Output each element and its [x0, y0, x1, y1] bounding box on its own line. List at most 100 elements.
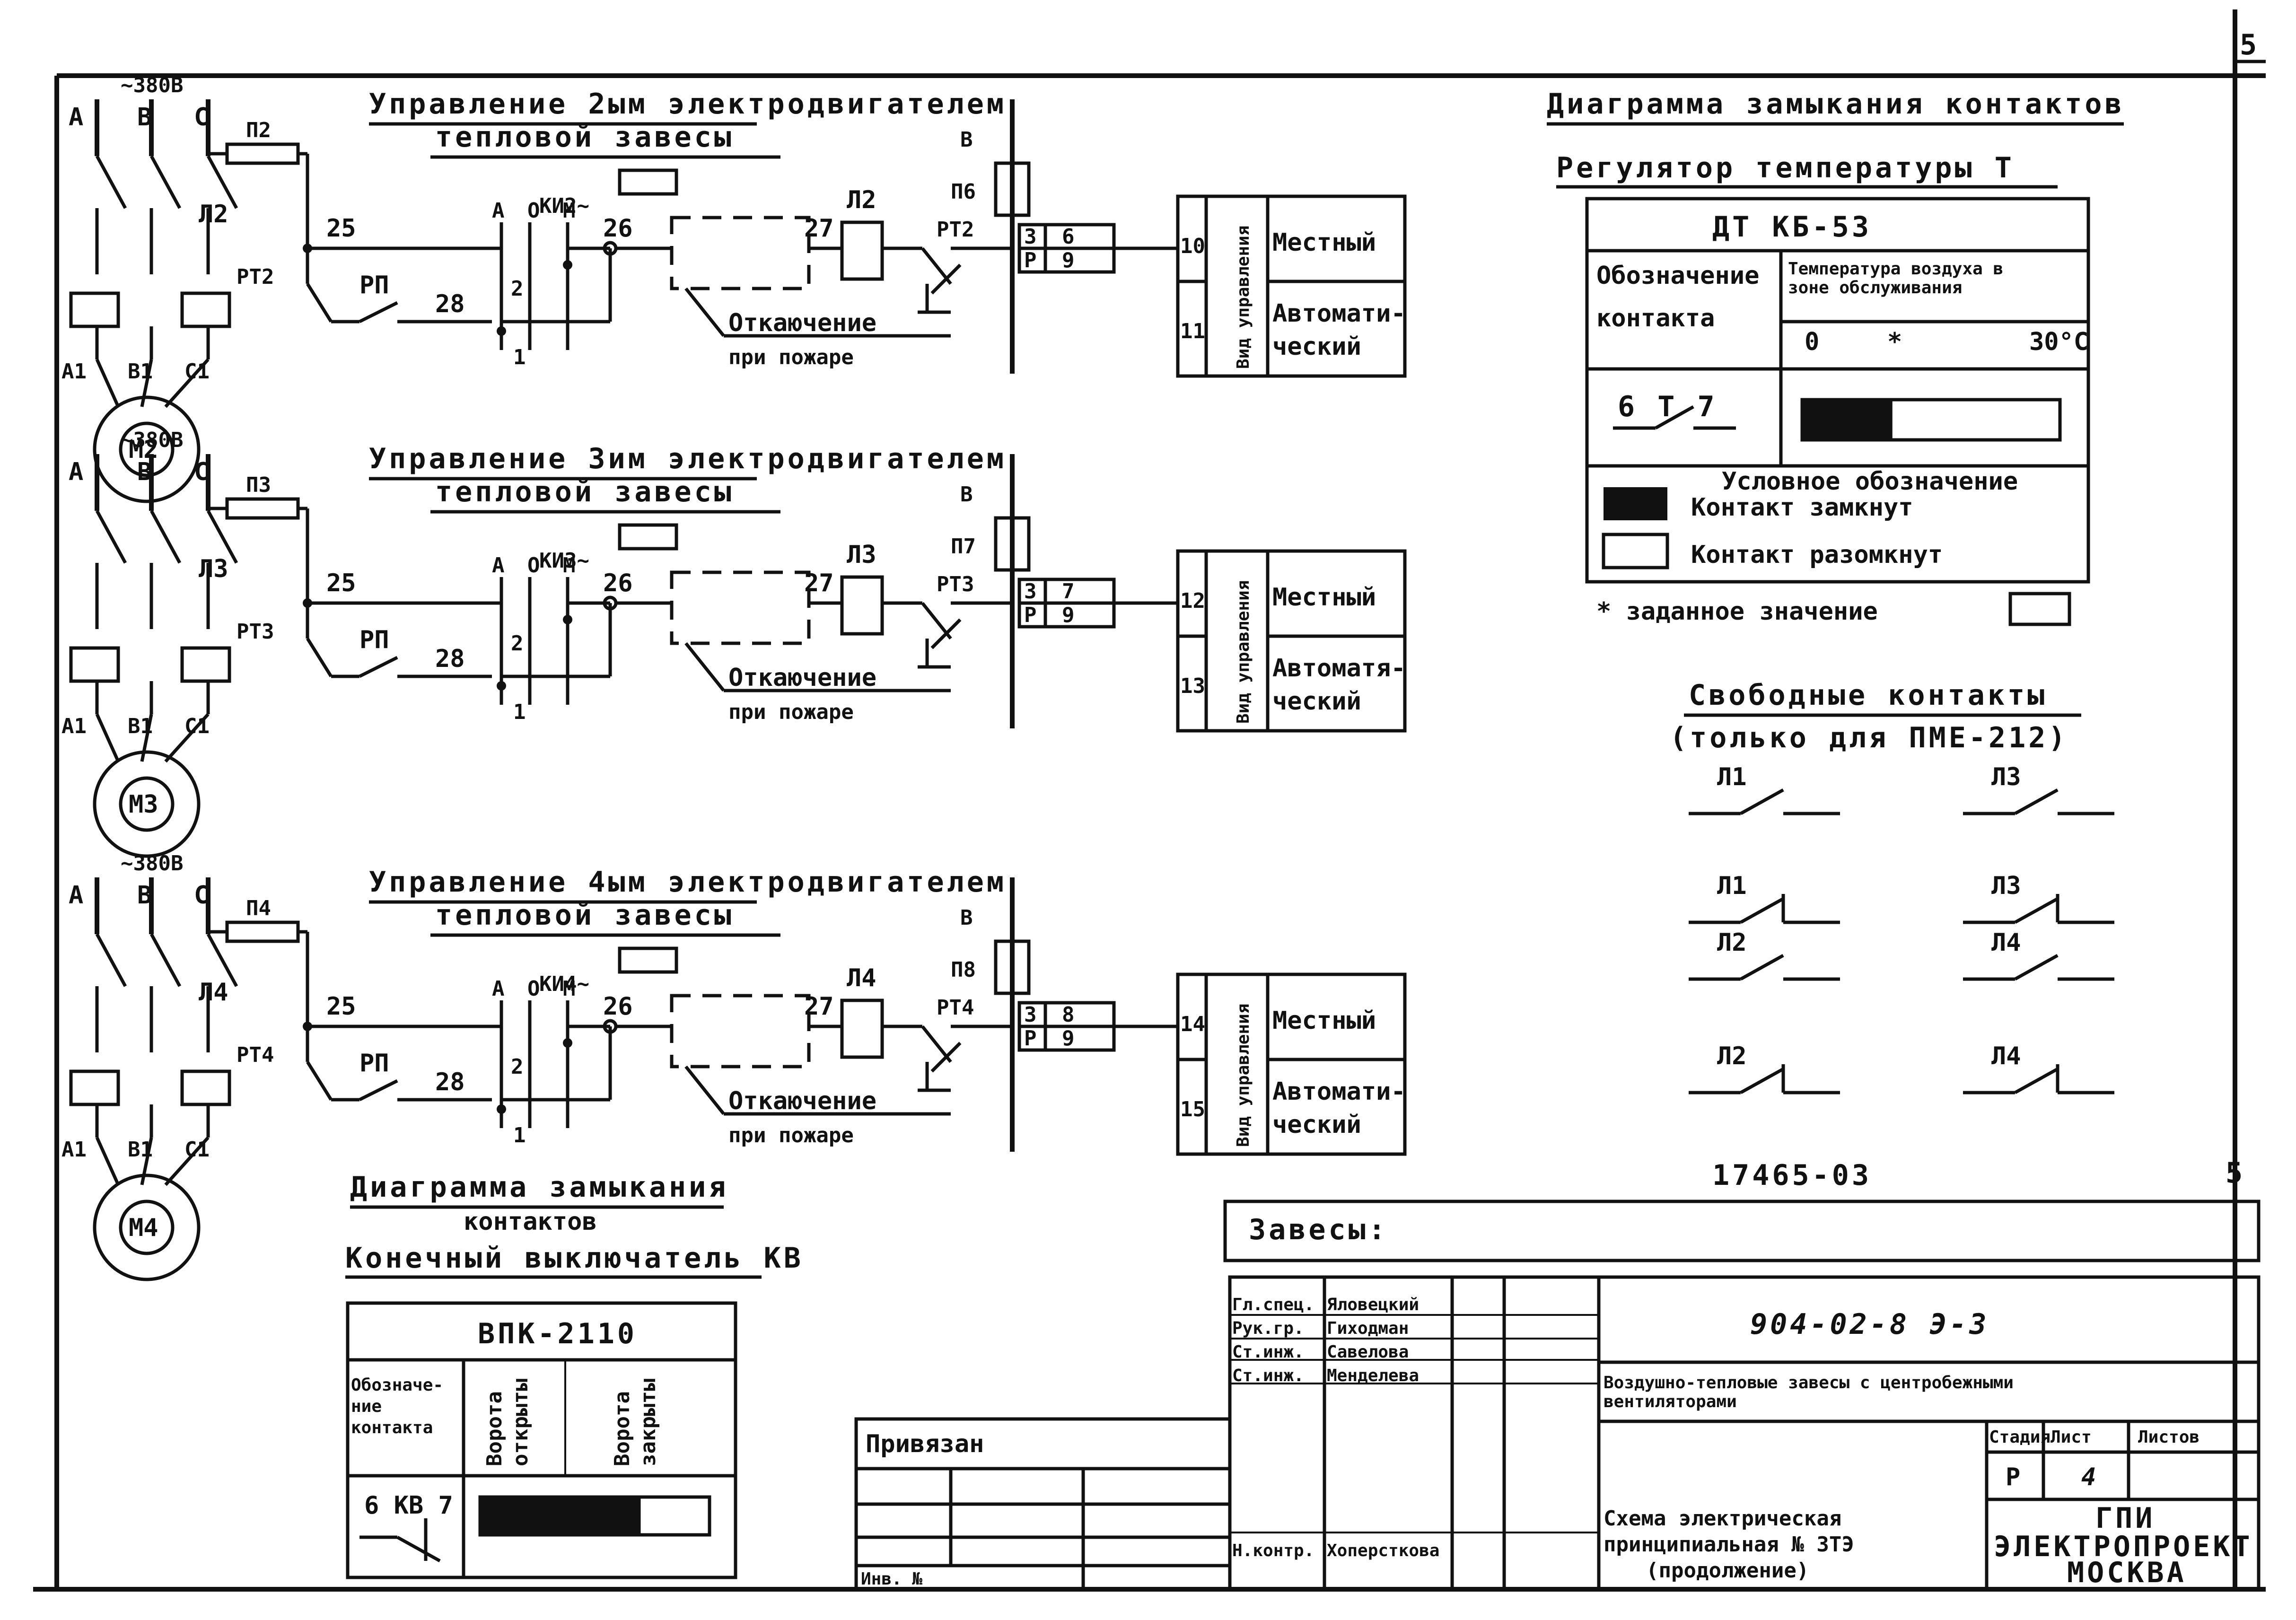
mode-table [1176, 972, 1407, 1156]
mode-number-auto: 11 [1180, 319, 1205, 343]
node-27: 27 [804, 214, 834, 243]
switch-position: О [527, 199, 540, 223]
staff-role: Гл.спец. [1232, 1295, 1314, 1314]
mode-number-local: 12 [1180, 589, 1205, 613]
limit-contact-label: 6 КВ 7 [364, 1491, 453, 1520]
limit-col3-line1: Ворота [610, 1391, 634, 1466]
terminal-cell: 8 [1062, 1003, 1075, 1027]
sheets-label: Листов [2138, 1427, 2200, 1447]
fire-cutoff-text-2: при пожаре [728, 700, 854, 724]
mode-label: Вид управления [1234, 226, 1253, 369]
privyazan-label: Привязан [866, 1430, 984, 1458]
free-contact: Л3 [1963, 872, 2114, 924]
limit-col1-line3: контакта [351, 1418, 433, 1437]
fire-cutoff-box [670, 994, 811, 1068]
temp-bar-closed-fill [1802, 400, 1893, 440]
inv-label: Инв. № [861, 1569, 922, 1589]
free-contacts-title: Свободные контакты [1689, 679, 2047, 712]
thermal-contact-label: РТ2 [937, 218, 974, 242]
thermal-element [69, 1069, 120, 1106]
bus-b-label: В [960, 906, 973, 930]
coil-symbol [840, 220, 884, 281]
thermal-contact-label: РТ3 [937, 572, 974, 596]
rp-contact-label: РП [359, 1049, 389, 1077]
switch-position: О [527, 977, 540, 1001]
staff-role: Ст.инж. [1232, 1366, 1304, 1385]
switch-position: А [492, 977, 505, 1001]
switch-contact-2: 2 [511, 277, 524, 301]
free-contacts-subtitle: (только для ПМЕ-212) [1670, 721, 2068, 754]
thermal-relay-label: РТ2 [237, 265, 274, 289]
staff-name: Яловецкий [1327, 1295, 1419, 1314]
free-contact-label: Л1 [1717, 763, 1747, 791]
legend-title: Условное обозначение [1722, 467, 2018, 496]
limit-col1-line2: ние [351, 1397, 382, 1416]
fire-cutoff-text-2: при пожаре [728, 1123, 854, 1147]
thermal-contact-label: РТ4 [937, 996, 974, 1020]
node-25: 25 [326, 569, 356, 597]
mode-label: Вид управления [1234, 1004, 1253, 1147]
staff-role: Рук.гр. [1232, 1319, 1304, 1338]
mode-table [1176, 549, 1407, 733]
fuse-label: П3 [246, 473, 271, 497]
mode-table [1176, 194, 1407, 378]
free-contact: Л1 [1689, 763, 1840, 815]
temp-diagram-heading: Диаграмма замыкания контактов [1547, 88, 2125, 121]
temp-scale-max: 30°С [2029, 328, 2088, 356]
bus-fuse-label: П6 [951, 180, 976, 204]
mode-switch-label: КИ2~ [539, 194, 589, 218]
fuse-symbol [225, 920, 300, 943]
temp-col2-line1: Температура воздуха в [1788, 259, 2003, 279]
mode-auto-2: ческий [1272, 1111, 1361, 1139]
voltage-label: ~380В [121, 851, 183, 876]
sheet-label: Лист [2051, 1427, 2092, 1447]
stage-label: Стадия [1989, 1427, 2051, 1447]
free-contact-label: Л4 [1991, 928, 2021, 957]
mode-auto-2: ческий [1272, 687, 1361, 716]
zavesy-box [1223, 1200, 2261, 1262]
org-line3: МОСКВА [2067, 1556, 2187, 1589]
bus-b-label: В [960, 128, 973, 152]
mode-auto-1: Автомати- [1272, 1077, 1406, 1106]
stage-value: Р [2006, 1463, 2020, 1491]
motor-label: М4 [129, 1214, 158, 1242]
n-kontr-role: Н.контр. [1232, 1541, 1314, 1560]
mode-number-auto: 13 [1180, 674, 1205, 698]
coil-symbol [840, 998, 884, 1059]
fire-cutoff-text: Откаючение [728, 1087, 876, 1115]
terminal-cell: 7 [1062, 579, 1075, 604]
org-line2: ЭЛЕКТРОПРОЕКТ [1994, 1530, 2253, 1563]
doc-code: 17465-03 [1712, 1159, 1872, 1192]
node-26: 26 [603, 992, 633, 1021]
limit-col3-line2: закрыты [636, 1379, 660, 1466]
mode-local: Местный [1272, 1007, 1376, 1035]
node-27: 27 [804, 992, 834, 1021]
free-contact-label: Л3 [1991, 763, 2021, 791]
coil-symbol [840, 575, 884, 636]
phase-label: А [69, 458, 83, 486]
contactor-label: Л2 [199, 200, 228, 228]
temp-col1-line1: Обозначение [1596, 262, 1759, 290]
node-26: 26 [603, 569, 633, 597]
n-kontr-name: Хоперсткова [1327, 1541, 1439, 1560]
bus-fuse [994, 516, 1031, 572]
node-25: 25 [326, 214, 356, 243]
phase-label: А [69, 881, 83, 910]
bus-fuse-label: П8 [951, 958, 976, 982]
free-contact: Л4 [1963, 1042, 2114, 1095]
switch-position: О [527, 553, 540, 578]
node-25: 25 [326, 992, 356, 1021]
fuse-symbol [225, 497, 300, 520]
switch-position: А [492, 199, 505, 223]
circuit-4: Управление 4ым электродвигателемтепловой… [61, 851, 1407, 1281]
limit-switch-diagram: Диаграмма замыкания контактов Конечный в… [345, 1171, 801, 1579]
fuse-label: П4 [246, 896, 271, 920]
terminal-cell: 9 [1062, 248, 1075, 272]
project-code: 904-02-8 Э-3 [1750, 1308, 1989, 1341]
free-contact: Л2 [1689, 928, 1840, 981]
circuit-subtitle: тепловой завесы [435, 121, 734, 154]
node-28: 28 [435, 1068, 465, 1096]
free-contact: Л2 [1689, 1042, 1840, 1095]
fire-cutoff-text: Откаючение [728, 664, 876, 692]
free-contact-label: Л1 [1717, 872, 1747, 900]
